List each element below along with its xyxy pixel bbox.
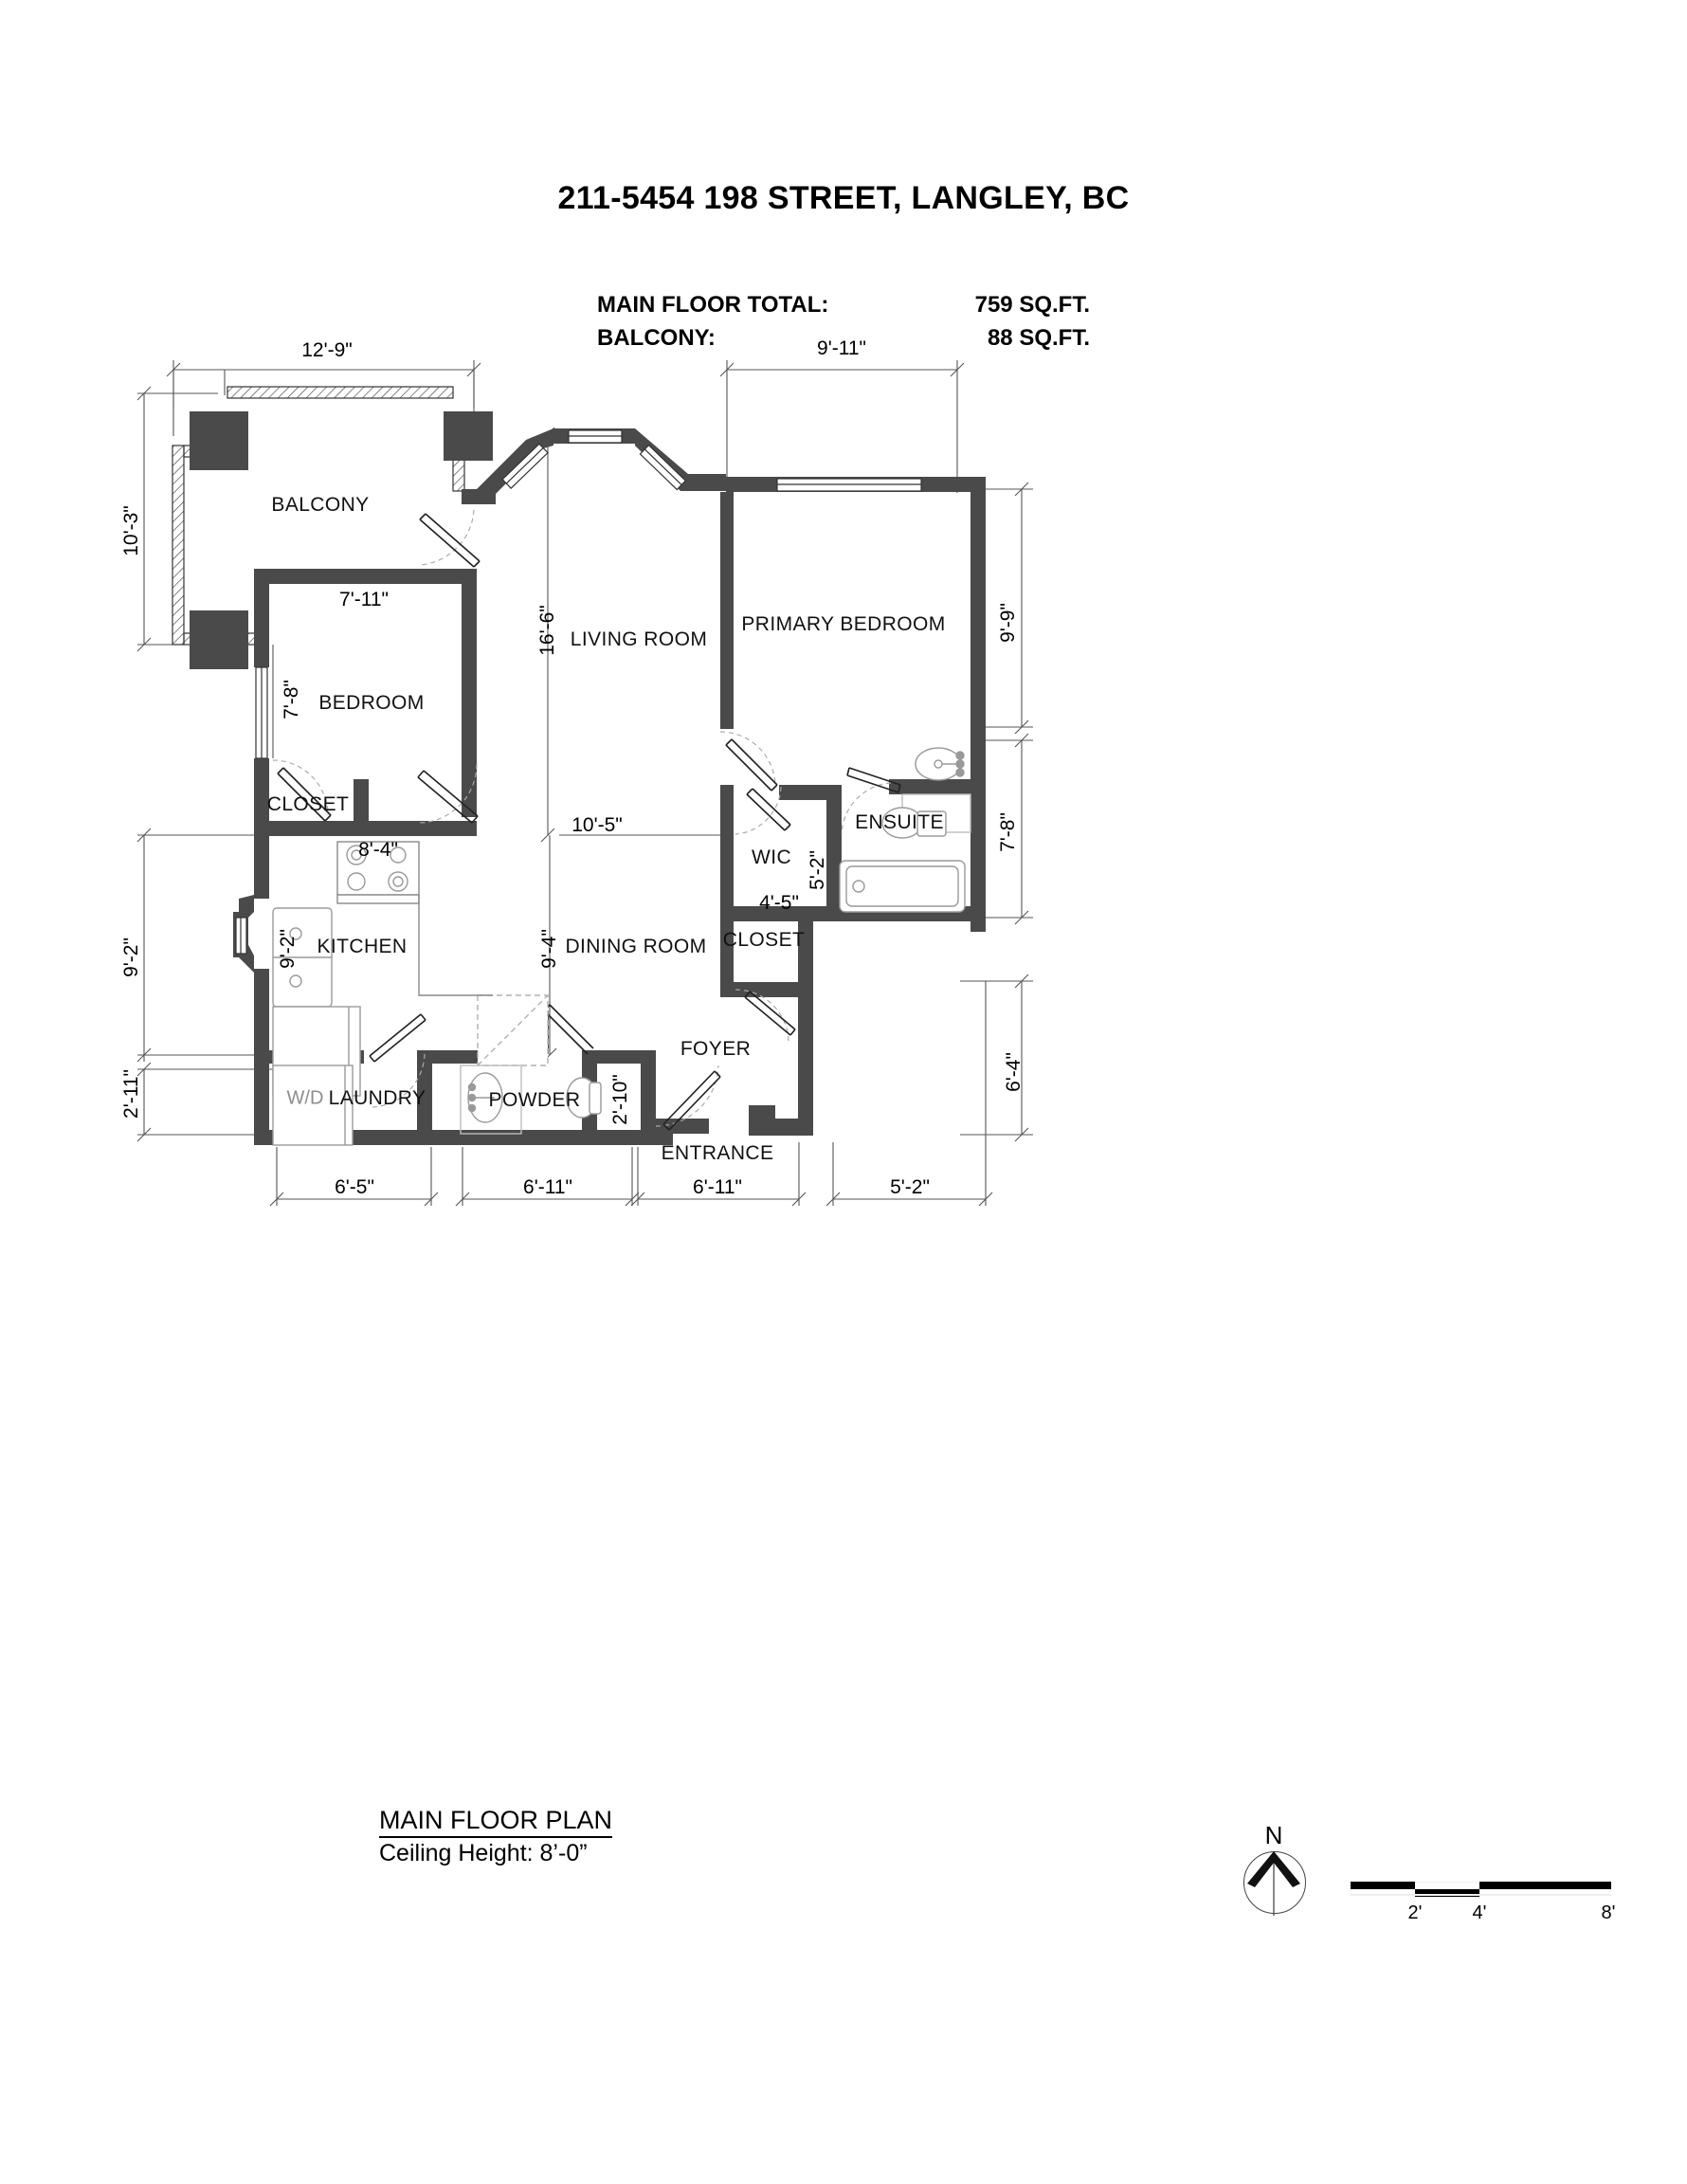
dim-dining-width: 10'-5" [571,814,623,836]
room-label-wic: WIC [751,846,792,868]
dim-kitchen-width: 8'-4" [358,839,398,861]
dim-kitchen-sink-depth: 9'-2" [277,929,299,969]
scale-tick-8ft: 8' [1601,1902,1616,1923]
bathtub-icon [839,860,966,913]
room-label-living-room: LIVING ROOM [570,628,708,650]
compass-needle-icon [1247,1851,1300,1916]
area-row-main-floor: MAIN FLOOR TOTAL: 759 SQ.FT. [597,289,1090,322]
ensuite-toilet-icon [881,807,947,839]
washer-dryer-icon [272,1065,354,1146]
dim-wic-width: 4'-5" [759,892,799,914]
dim-closet2-depth: 6'-4" [1003,1052,1025,1092]
dim-laundry-offset: 2'-11" [120,1069,142,1119]
room-label-dining-room: DINING ROOM [565,936,707,957]
room-label-closet-2: CLOSET [722,929,806,951]
washer-dryer-label: W/D [286,1087,324,1109]
dim-balcony-width: 12'-9" [301,339,353,361]
dim-entry-width: 5'-2" [890,1176,930,1198]
dim-dining-depth: 9'-4" [538,929,560,969]
dim-wic-depth: 5'-2" [807,850,828,890]
dim-foyer-width: 6'-11" [693,1176,742,1198]
dim-powder-depth: 2'-10" [609,1074,631,1125]
compass-ring [1243,1851,1306,1914]
dim-bedroom-width: 7'-11" [339,589,389,610]
page-title: 211-5454 198 STREET, LANGLEY, BC [557,180,1130,216]
dim-kitchen-depth-left: 9'-2" [120,937,142,977]
room-label-balcony: BALCONY [271,494,370,516]
room-label-bedroom: BEDROOM [318,692,425,714]
ceiling-height: Ceiling Height: 8’-0” [379,1840,588,1866]
room-label-primary-bedroom: PRIMARY BEDROOM [741,613,946,635]
room-label-foyer: FOYER [680,1038,752,1060]
stove-icon [336,841,420,904]
dim-balcony-depth: 10'-3" [120,505,142,556]
scale-tick-2ft: 2' [1407,1902,1423,1923]
room-label-entrance: ENTRANCE [661,1142,774,1164]
windows [235,429,922,955]
area-row-balcony: BALCONY: 88 SQ.FT. [597,322,1090,355]
dim-bedroom-depth: 7'-8" [281,680,302,719]
dim-powder-width: 6'-11" [523,1176,572,1198]
walls [233,428,986,1145]
dim-primary-bed-width: 9'-11" [817,337,866,359]
room-label-powder: POWDER [488,1089,581,1111]
balcony-area-label: BALCONY: [597,324,716,351]
dim-living-room-depth: 16'-6" [536,605,558,656]
fixtures [272,747,971,1146]
dim-primary-bed-depth: 9'-9" [997,603,1019,643]
dim-laundry-width: 6'-5" [335,1176,374,1198]
sink-icon [272,907,333,1008]
compass-north-label: N [1264,1821,1283,1849]
powder-sink-icon [460,1065,522,1135]
room-label-kitchen: KITCHEN [317,936,408,957]
main-floor-total-label: MAIN FLOOR TOTAL: [597,292,829,318]
area-summary: MAIN FLOOR TOTAL: 759 SQ.FT. BALCONY: 88… [597,289,1090,355]
kitchen-counter [477,994,549,1066]
toilet-icon [566,1077,602,1119]
room-label-ensuite: ENSUITE [855,811,944,833]
scale-bar: 2' 4' 8' [1351,1882,1615,1929]
dim-ensuite-depth: 7'-8" [997,812,1019,852]
north-compass-icon: N [1230,1821,1317,1929]
scale-tick-4ft: 4' [1472,1902,1487,1923]
balcony-structure [172,386,493,669]
room-label-closet: CLOSET [266,793,350,815]
plan-name: MAIN FLOOR PLAN [379,1806,613,1838]
room-label-laundry: LAUNDRY [328,1087,426,1109]
plan-caption: MAIN FLOOR PLAN Ceiling Height: 8’-0” [379,1806,613,1867]
main-floor-total-value: 759 SQ.FT. [974,292,1090,318]
ensuite-sink-icon [901,747,971,833]
scale-bar-graphic [1351,1882,1611,1897]
balcony-area-value: 88 SQ.FT. [987,324,1090,351]
